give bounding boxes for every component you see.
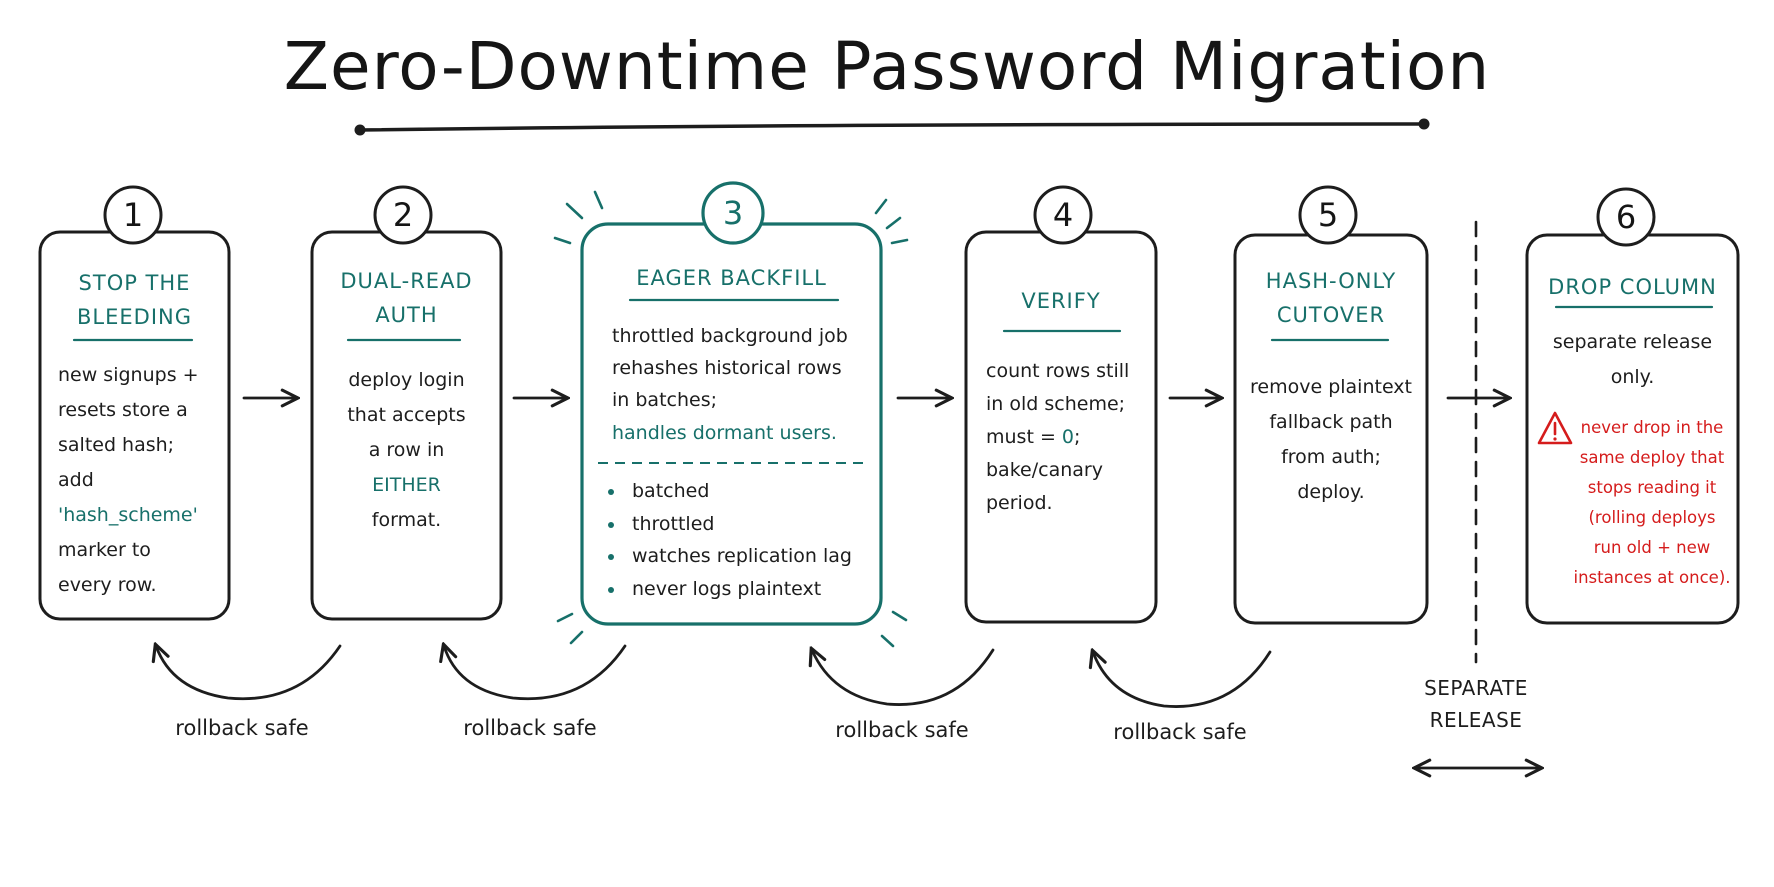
step-2-body-text: deploy login that accepts a row in	[347, 369, 466, 461]
step-4-body-text: count rows still in old scheme; must =	[986, 360, 1130, 448]
step-3-bullet-list: batched throttled watches replication la…	[602, 475, 872, 605]
bullet-item: watches replication lag	[602, 540, 872, 573]
hash-scheme-code: 'hash_scheme'	[58, 504, 198, 526]
step-4-number: 4	[1052, 196, 1074, 234]
step-6-circle	[1596, 187, 1656, 247]
step-1-body: new signups + resets store a salted hash…	[58, 358, 223, 603]
rollback-arrows	[156, 646, 1272, 708]
step-1-body-text: new signups + resets store a salted hash…	[58, 364, 199, 491]
step-title-underlines	[72, 298, 1714, 342]
step-6-warning: never drop in the same deploy that stops…	[1573, 418, 1731, 587]
step-3-circle	[701, 181, 765, 245]
step-2-body: deploy login that accepts a row in EITHE…	[312, 363, 501, 538]
step-5-body: remove plaintext fallback path from auth…	[1250, 376, 1412, 503]
bullet-item: batched	[602, 475, 872, 508]
step-3-highlight: handles dormant users.	[612, 422, 837, 444]
step-3-title: EAGER BACKFILL	[636, 266, 827, 290]
rollback-label: rollback safe	[175, 716, 309, 740]
either-emphasis: EITHER	[372, 474, 441, 496]
rollback-label: rollback safe	[463, 716, 597, 740]
step-3-number: 3	[722, 194, 744, 232]
step-5-title: HASH-ONLY CUTOVER	[1265, 269, 1397, 327]
step-2-number: 2	[392, 196, 414, 234]
step-5-number: 5	[1317, 196, 1339, 234]
bullet-item: never logs plaintext	[602, 573, 872, 606]
rollback-label: rollback safe	[835, 718, 969, 742]
step-4-title: VERIFY	[1021, 289, 1101, 313]
bullet-item: throttled	[602, 508, 872, 541]
step-2-title: DUAL-READ AUTH	[340, 269, 473, 327]
step-4-body-text-end: ; bake/canary period.	[986, 426, 1103, 514]
step-4-body: count rows still in old scheme; must = 0…	[986, 355, 1151, 520]
step-4-circle	[1033, 185, 1093, 245]
separate-release-label: SEPARATE RELEASE	[1424, 676, 1528, 732]
step-5-circle	[1298, 185, 1358, 245]
step-3-emphasis-rays	[553, 190, 909, 648]
step-6-number: 6	[1615, 198, 1637, 236]
page-title: Zero-Downtime Password Migration	[283, 28, 1491, 105]
step-1-title: STOP THE BLEEDING	[77, 271, 192, 329]
step-1-circle	[103, 185, 163, 245]
step-6-body: separate release only.	[1552, 331, 1713, 388]
warning-triangle-icon	[1537, 411, 1573, 445]
zero-value: 0	[1061, 426, 1074, 448]
step-3-body: throttled background job rehashes histor…	[612, 325, 848, 411]
step-6-title: DROP COLUMN	[1548, 275, 1717, 299]
step-2-circle	[373, 185, 433, 245]
title-underline	[354, 118, 1430, 136]
step-1-number: 1	[122, 196, 144, 234]
step-1-body-text-end: marker to every row.	[58, 539, 157, 596]
rollback-label: rollback safe	[1113, 720, 1247, 744]
step-2-body-text-end: format.	[371, 509, 442, 531]
